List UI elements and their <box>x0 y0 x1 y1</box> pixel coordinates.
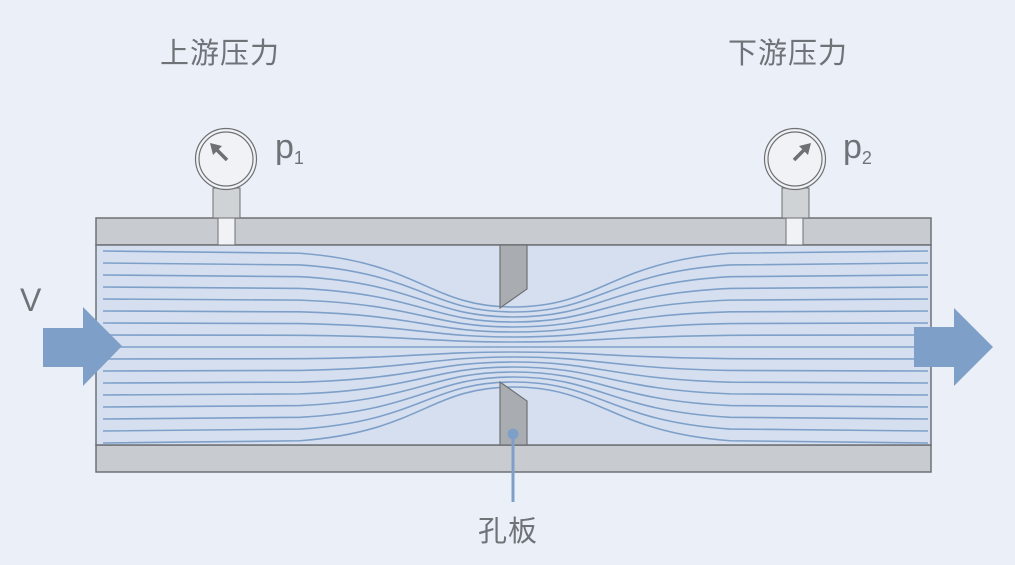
upstream-gauge-stem <box>212 187 241 219</box>
streamline <box>102 250 929 308</box>
streamline <box>102 274 929 318</box>
velocity-label: V <box>20 282 42 318</box>
p2-label: p2 <box>843 128 872 169</box>
upstream-tap <box>217 217 236 246</box>
streamline <box>102 361 929 384</box>
p1-subscript: 1 <box>293 148 304 168</box>
p1-base: p <box>275 128 294 166</box>
streamlines <box>102 250 929 444</box>
orifice-plate-top <box>499 244 528 310</box>
streamline <box>102 322 929 338</box>
arrow-right-icon <box>43 307 122 386</box>
streamline <box>102 356 929 372</box>
pressure-gauge-icon <box>194 127 258 191</box>
streamline <box>102 381 929 432</box>
streamline <box>102 386 929 444</box>
downstream-pressure-label: 下游压力 <box>728 36 849 70</box>
orifice-plate-bottom <box>499 380 528 446</box>
streamline <box>102 262 929 313</box>
p2-base: p <box>843 128 862 166</box>
downstream-tap <box>785 217 804 246</box>
pressure-gauge-icon <box>763 127 827 191</box>
streamline <box>102 366 929 396</box>
p1-label: p1 <box>275 128 304 169</box>
orifice-leader-dot <box>507 428 519 440</box>
streamline <box>102 351 929 360</box>
streamline <box>102 286 929 323</box>
upstream-pressure-label: 上游压力 <box>160 36 281 70</box>
streamline <box>102 371 929 408</box>
streamline <box>102 298 929 328</box>
orifice-plate-label: 孔板 <box>478 514 539 548</box>
streamline <box>102 310 929 333</box>
streamline <box>102 334 929 343</box>
downstream-gauge-stem <box>781 187 810 219</box>
p2-subscript: 2 <box>861 148 872 168</box>
arrow-right-icon <box>914 308 993 386</box>
streamline <box>102 376 929 420</box>
